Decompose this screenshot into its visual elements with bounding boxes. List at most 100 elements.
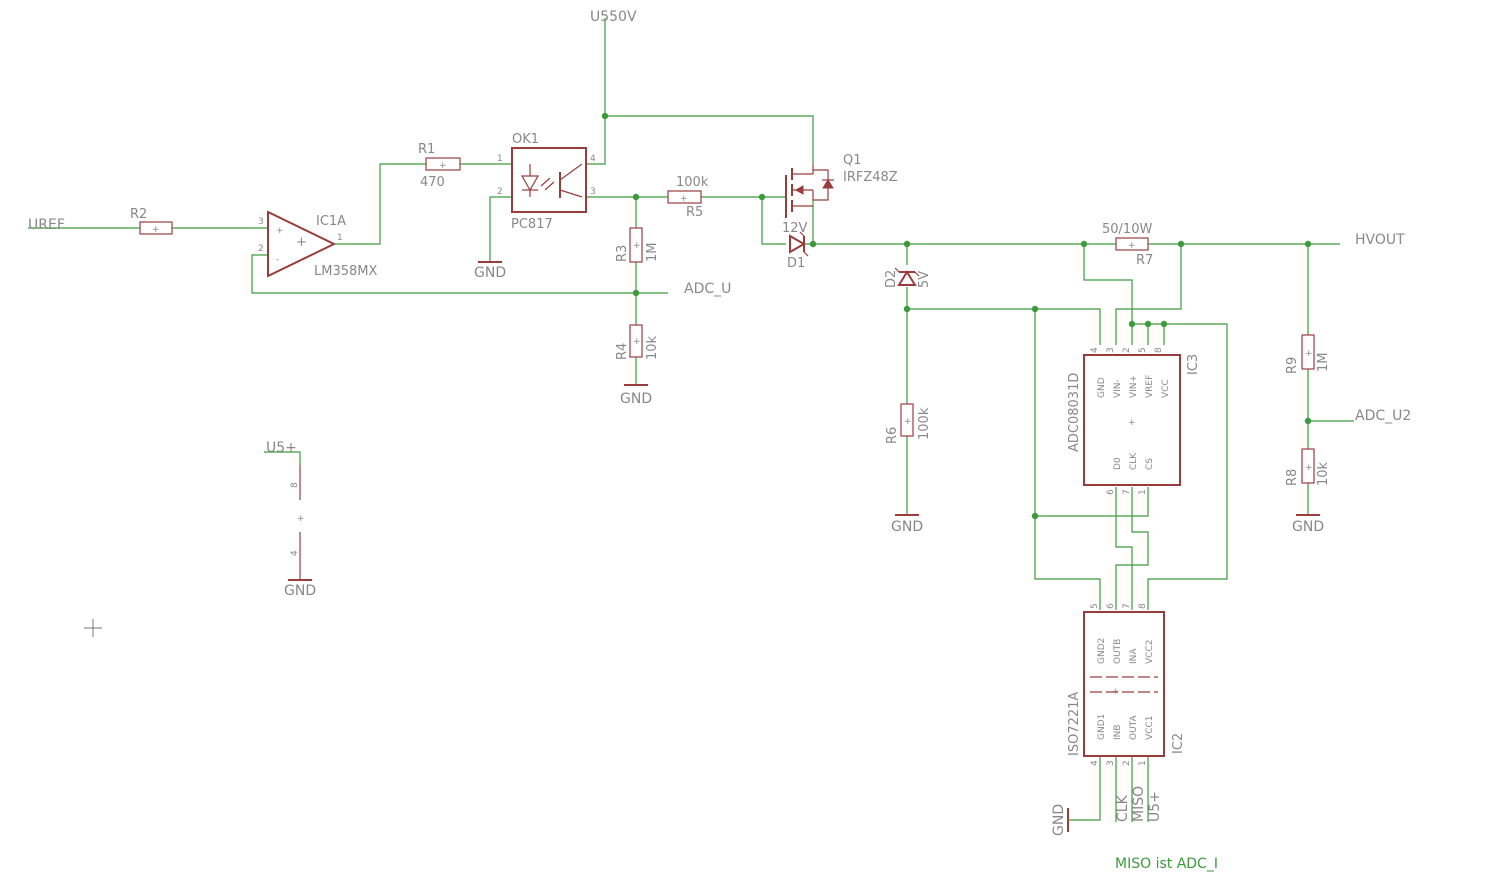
optocoupler-ok1: 1 2 4 3 OK1 PC817 [497,132,596,232]
resistor-r6: + R6 100k [885,403,932,444]
ic3-pin7: 7 [1122,489,1132,495]
ic3-pin-cs: CS [1145,458,1155,470]
svg-text:+: + [1305,463,1313,473]
gnd-label-r8: GND [1292,519,1324,535]
r5-name: R5 [686,205,703,220]
ic1a-pin2: 2 [258,244,264,254]
r7-name: R7 [1136,253,1153,268]
ic2-pin-gnd2: GND2 [1097,638,1107,664]
r6-value: 100k [917,407,932,440]
net-clk: CLK [1115,794,1131,822]
r3-name: R3 [615,245,630,262]
svg-text:+: + [633,241,641,251]
q1-value: IRFZ48Z [843,170,898,185]
r3-value: 1M [645,243,660,263]
ic2-pin-vcc2: VCC2 [1145,640,1155,664]
ic2-value: ISO7221A [1067,692,1082,756]
resistor-r5: + 100k R5 [667,175,709,220]
ok1-value: PC817 [511,217,553,232]
net-labels: UREF U550V ADC_U HVOUT ADC_U2 U5+ GND GN… [28,9,1411,872]
ic3-pin-clk: CLK [1129,452,1139,470]
supply-pin8: 8 [290,482,300,488]
net-adc-u2: ADC_U2 [1355,408,1411,424]
svg-text:+: + [439,161,447,171]
ic2-pin1: 1 [1138,760,1148,766]
svg-text:+: + [1112,687,1120,697]
ok1-pin3: 3 [590,187,596,197]
ic3-pin1: 1 [1138,489,1148,495]
svg-text:-: - [276,255,279,265]
ic3-pin-d0: D0 [1113,457,1123,470]
diode-d2: D2 5V [884,267,932,288]
ic2-name: IC2 [1171,733,1186,754]
r9-name: R9 [1285,357,1300,374]
resistor-r4: + R4 10k [615,324,660,360]
net-u550v: U550V [590,9,637,25]
ic2-pin7: 7 [1122,603,1132,609]
ic1a-pin1: 1 [337,233,343,243]
ic3-pin-gnd: GND [1097,377,1107,398]
ic3-pin-vcc: VCC [1161,379,1171,398]
supply-pin4: 4 [290,550,300,556]
svg-text:+: + [1128,241,1136,251]
r5-value: 100k [676,175,709,190]
net-miso: MISO [1131,786,1147,822]
ic2-pin-outa: OUTA [1129,715,1139,740]
gnd-label-r4: GND [620,391,652,407]
r1-name: R1 [418,142,435,157]
ic2-pin-vcc1: VCC1 [1145,716,1155,740]
svg-text:+: + [296,235,307,250]
ok1-pin2: 2 [497,187,503,197]
resistor-r7: + 50/10W R7 [1102,222,1153,268]
ic2-pin5: 5 [1090,603,1100,609]
gnd-label-supply: GND [284,583,316,599]
note-miso: MISO ist ADC_I [1115,856,1218,872]
ic1a-name: IC1A [316,214,346,229]
ic2-pin8: 8 [1138,603,1148,609]
svg-text:+: + [904,417,912,427]
ok1-pin1: 1 [497,154,503,164]
d1-name: D1 [787,256,805,271]
svg-text:+: + [633,337,641,347]
ic2-pin-gnd1: GND1 [1097,714,1107,740]
ic1a-value: LM358MX [314,264,377,279]
d2-name: D2 [884,270,899,288]
r1-value: 470 [420,175,445,190]
resistor-r9: + R9 1M [1285,334,1331,374]
resistor-r1: + R1 470 [418,142,461,190]
opamp-ic1a: + - + 3 2 1 IC1A LM358MX [258,210,377,279]
svg-text:+: + [1305,349,1313,359]
ic1a-pin3: 3 [258,217,264,227]
opamp-supply-part: + 8 4 [290,465,305,580]
ic2-pin3: 3 [1106,760,1116,766]
ic2-pin-ina: INA [1129,648,1139,664]
svg-text:+: + [276,226,284,236]
q1-name: Q1 [843,153,862,168]
d2-value: 5V [917,271,932,288]
ic2-pin6: 6 [1106,603,1116,609]
ic3-pin4: 4 [1090,347,1100,353]
ic3-pin8: 8 [1154,347,1164,353]
net-hvout: HVOUT [1355,232,1405,248]
net-u5-ic2: U5+ [1147,791,1163,822]
ic2-pin2: 2 [1122,760,1132,766]
ic2-pin-outb: OUTB [1113,639,1123,664]
diode-d1: 12V D1 [782,221,809,271]
ic3-pin-vin-minus: VIN- [1113,379,1123,398]
ic-ic3-adc: + 4 3 2 5 8 GND VIN- VIN+ VREF VCC D0 CL… [1067,347,1201,495]
gnd-label-ic2: GND [1051,804,1067,836]
d1-value: 12V [782,221,808,236]
ic3-value: ADC08031D [1067,373,1082,452]
r2-name: R2 [130,207,147,222]
gnd-label-ok1: GND [474,265,506,281]
svg-text:+: + [152,225,160,235]
ic2-pin-inb: INB [1113,724,1123,740]
r8-name: R8 [1285,469,1300,486]
ic3-pin3: 3 [1106,347,1116,353]
ok1-name: OK1 [512,132,539,147]
junctions [601,112,1312,520]
resistor-r2: + R2 [130,207,173,235]
r6-name: R6 [885,427,900,444]
crosshair-cursor-icon [84,619,102,637]
